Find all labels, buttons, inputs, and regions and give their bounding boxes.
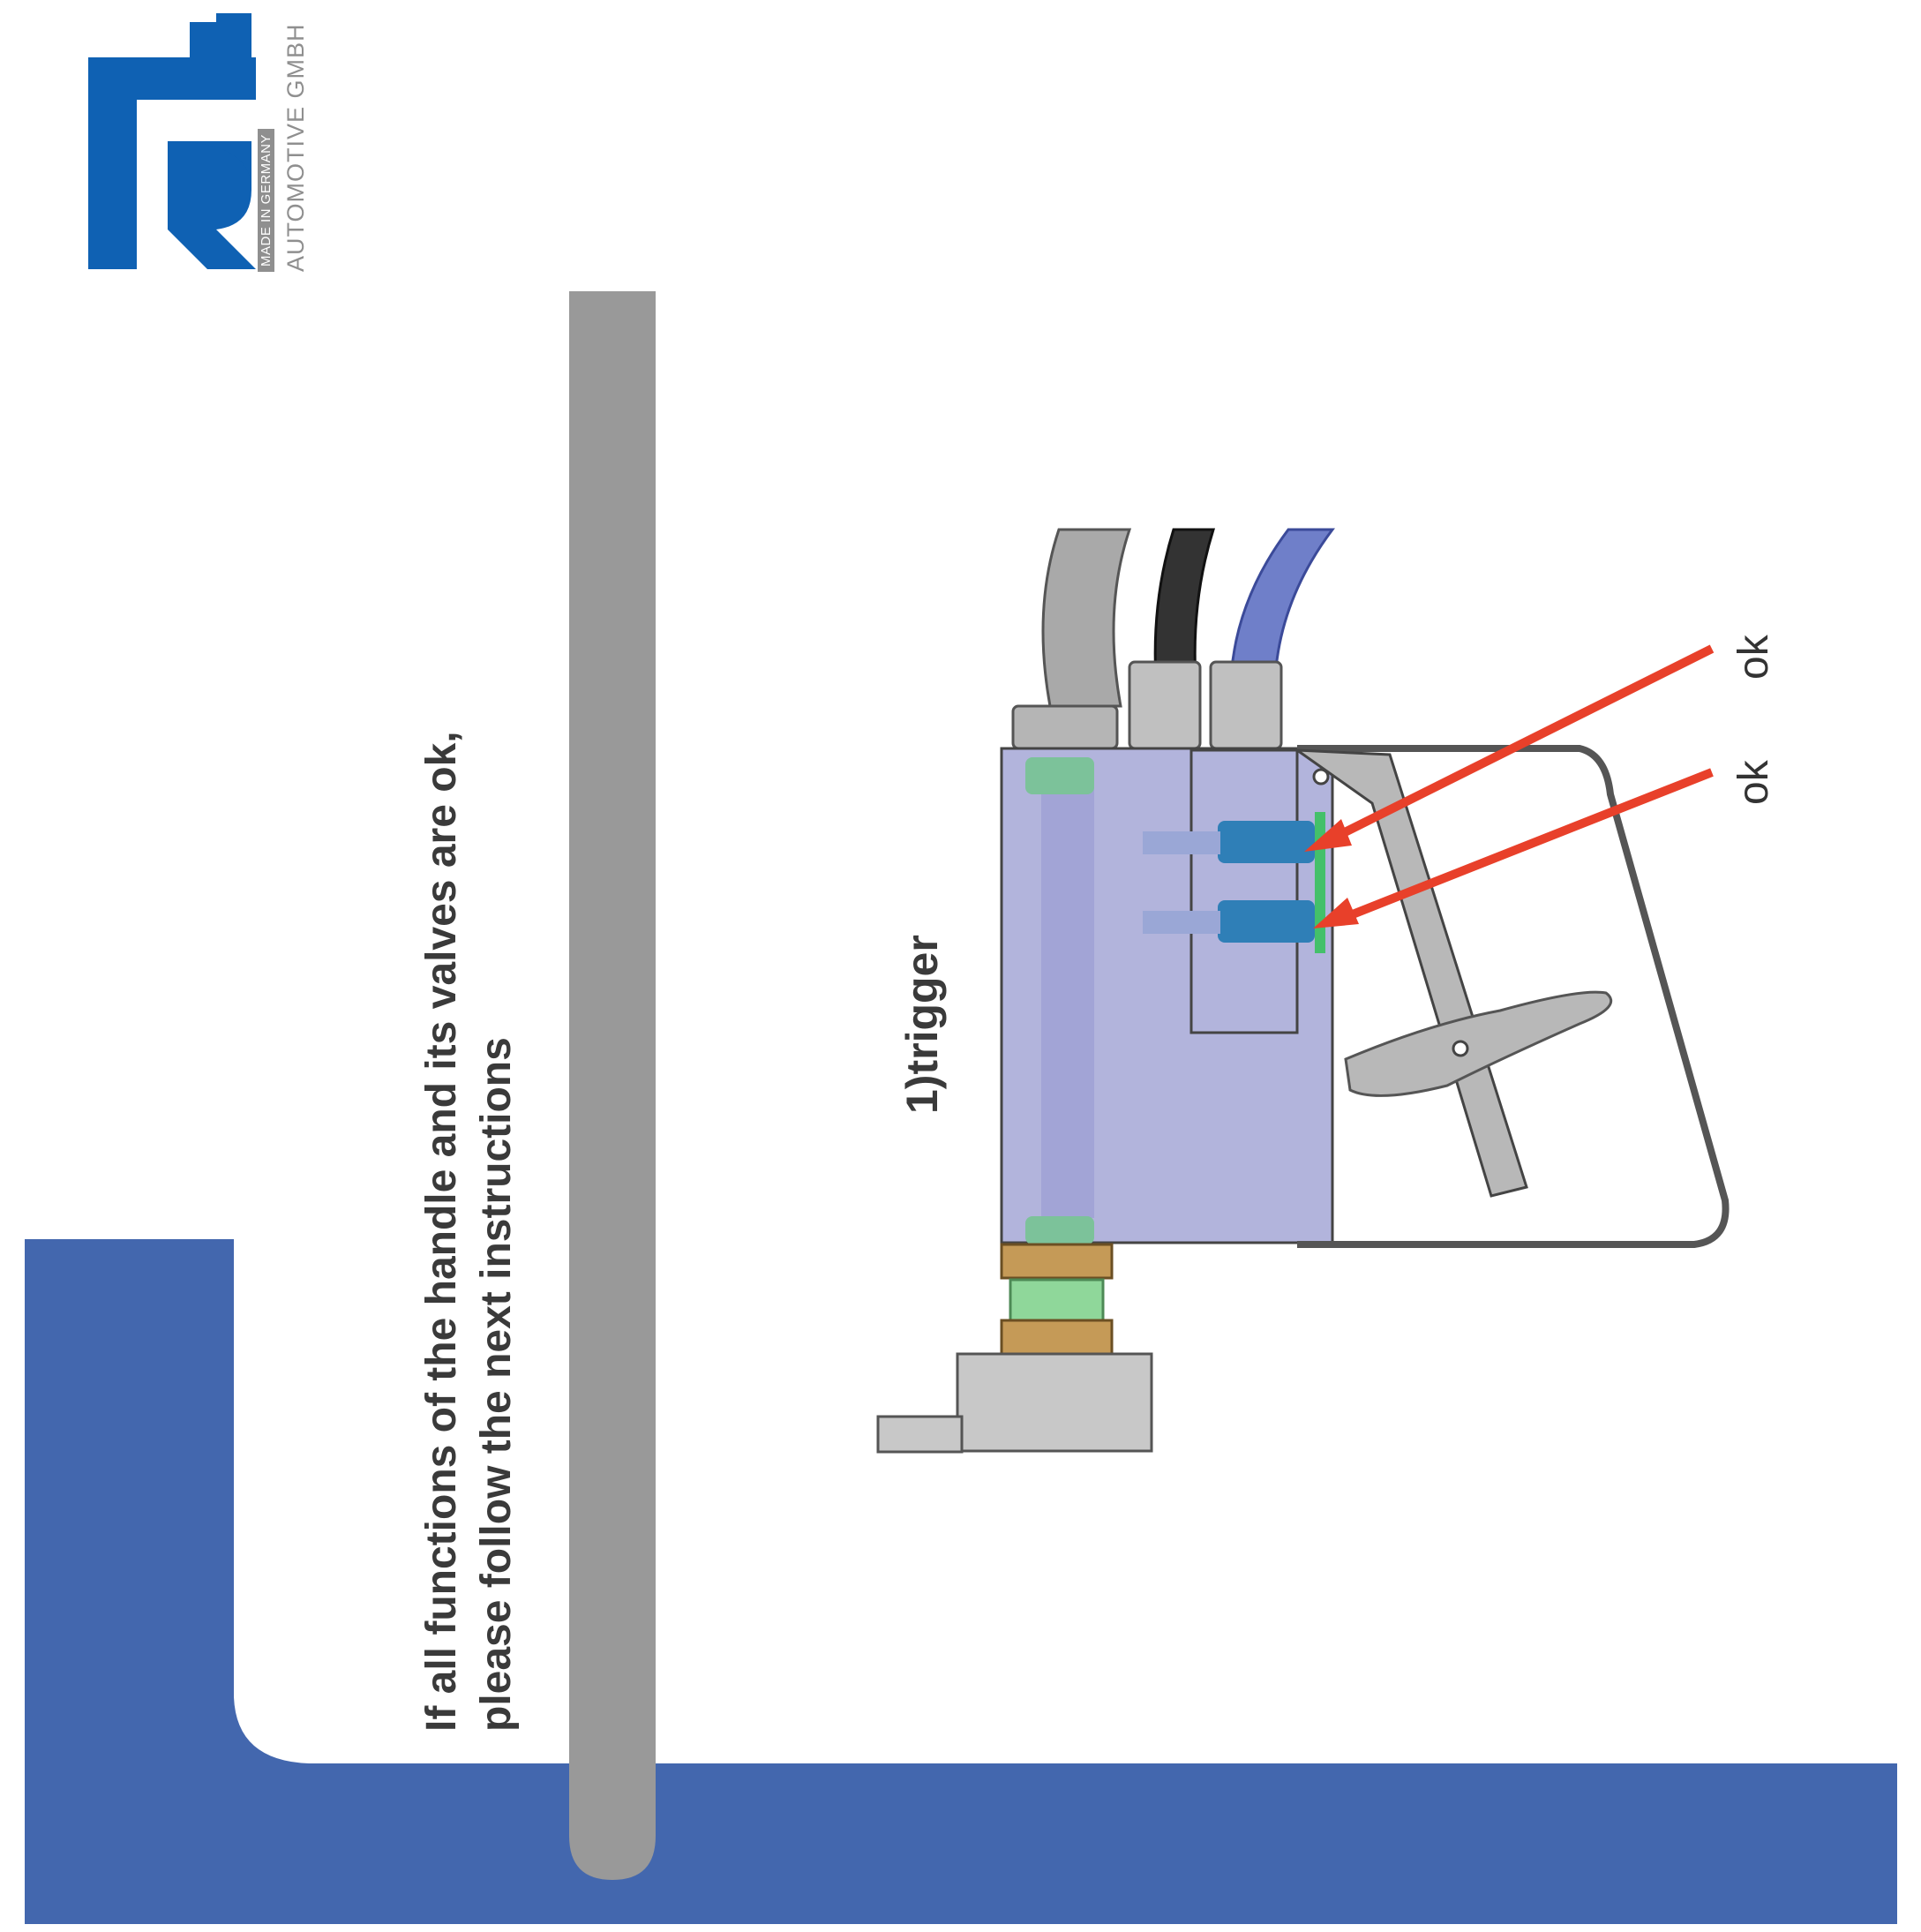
black-hose	[1153, 528, 1216, 681]
green-seal-bottom	[1025, 1216, 1094, 1244]
brass-nut-upper	[1000, 1243, 1114, 1280]
green-seal-top	[1025, 757, 1094, 794]
valve-lower-body	[1218, 900, 1315, 943]
grey-bar	[569, 291, 656, 1880]
arrow-lower	[1331, 768, 1714, 927]
lever-pivot	[1312, 768, 1330, 786]
trigger-lever	[1292, 748, 1528, 1198]
trigger-finger-rest	[1344, 990, 1613, 1097]
valve-green-edge	[1315, 812, 1325, 953]
valve-upper-body	[1218, 821, 1315, 863]
blue-band	[25, 1239, 1897, 1924]
grey-hose	[1041, 528, 1132, 708]
arrow-lower-head	[1313, 898, 1359, 928]
valve-lower-spring	[1143, 911, 1220, 934]
trigger-guard	[1297, 745, 1730, 1248]
brass-nut-lower	[1000, 1319, 1114, 1356]
green-coupling	[1009, 1278, 1105, 1322]
company-logo	[84, 9, 322, 274]
trr-logo-mark	[88, 13, 256, 269]
housing-channel	[1041, 786, 1094, 1218]
arrow-upper-head	[1304, 819, 1352, 852]
blue-hose	[1229, 528, 1335, 681]
blue-hose-fitting	[1209, 660, 1283, 750]
black-hose-fitting	[1128, 660, 1202, 750]
valve-upper-spring	[1143, 831, 1220, 854]
lever-pin	[1452, 1040, 1469, 1057]
grey-hose-nut	[1011, 704, 1119, 750]
bottom-connector-block	[956, 1352, 1153, 1453]
bottom-connector-plug	[876, 1415, 964, 1454]
housing-slot	[1189, 748, 1299, 1034]
arrow-upper	[1321, 644, 1715, 847]
